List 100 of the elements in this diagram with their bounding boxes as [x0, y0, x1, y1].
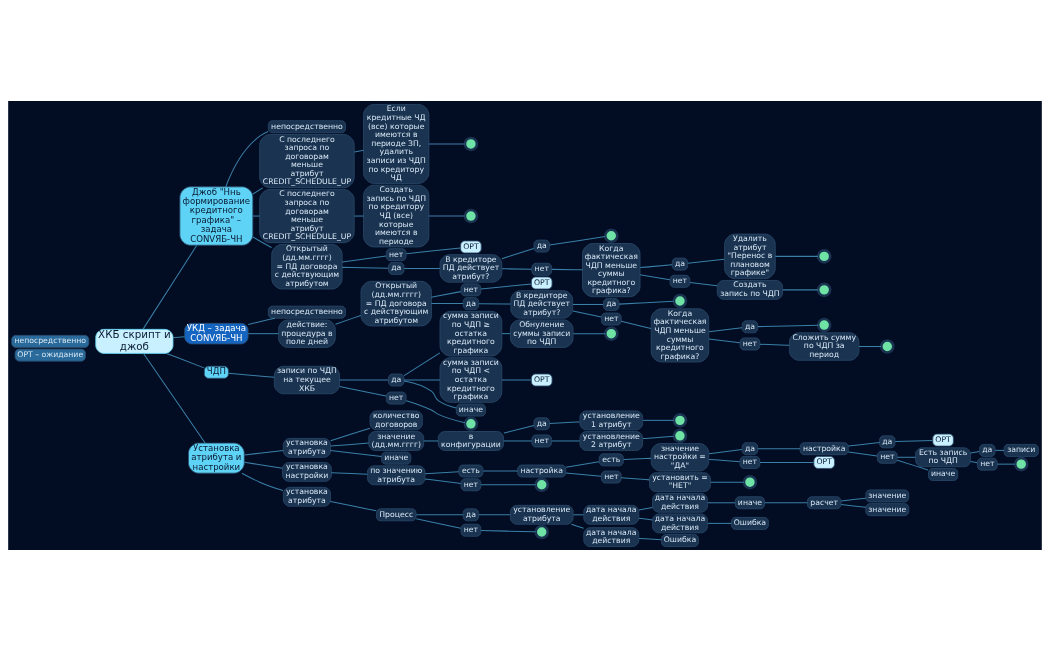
node-box: нет	[460, 477, 482, 491]
node-circle	[534, 524, 550, 539]
connector	[482, 470, 519, 472]
connector	[247, 332, 279, 334]
connector	[478, 302, 512, 305]
connector	[430, 302, 464, 304]
connector	[423, 439, 439, 441]
connector	[330, 442, 370, 447]
node-box: Создать запись по ЧДП по кредитору ЧД (все) которые имеются в периоде	[363, 184, 430, 247]
connector	[757, 447, 801, 449]
node-box: настройка	[799, 441, 849, 455]
node-box: Когда фактическая ЧДП меньше суммы кредитного графика?	[582, 242, 641, 297]
connector	[143, 352, 206, 444]
node-box: значение	[865, 488, 910, 502]
node-box: нет	[531, 434, 553, 447]
connector	[415, 513, 464, 515]
connector	[478, 513, 511, 515]
node-circle	[672, 412, 688, 428]
connector	[572, 513, 584, 515]
node-box: есть	[458, 464, 484, 477]
connector	[549, 420, 581, 424]
node-box: Создать запись по ЧДП	[716, 279, 783, 300]
node-box: ОРТ	[531, 276, 553, 289]
node-box: Процесс	[376, 507, 417, 521]
connector	[970, 460, 978, 463]
node-box: сумма записи по ЧДП < остатка кредитного графика	[439, 356, 503, 403]
connector	[339, 379, 389, 381]
node-box: установление 2 атрибут	[579, 430, 644, 451]
connector	[618, 300, 675, 305]
connector	[565, 460, 600, 468]
connector	[687, 258, 725, 264]
node-box: настройка	[517, 464, 567, 477]
connector	[252, 215, 261, 217]
node-box: нет	[531, 262, 553, 276]
connector	[430, 290, 462, 298]
node-box: ОРТ	[813, 455, 835, 469]
node-circle	[604, 325, 619, 341]
node-box: нет	[385, 247, 407, 261]
connector	[620, 476, 650, 480]
node-circle	[463, 136, 479, 151]
connector	[565, 472, 602, 477]
node-box: нет	[460, 282, 482, 296]
connector	[501, 379, 532, 381]
node-box: ОРТ	[932, 433, 954, 447]
node-circle	[1013, 456, 1029, 471]
connector	[405, 246, 461, 254]
node-box: Установка атрибута и настройки	[188, 442, 245, 474]
node-box: С последнего запроса по договорам меньше атрибут CREDIT_SCHEDULE_UP	[259, 188, 355, 243]
connector	[403, 379, 457, 408]
node-box: по значению атрибута	[367, 464, 426, 485]
node-box: дата начала действия	[652, 513, 708, 533]
connector	[480, 483, 537, 485]
node-circle	[880, 338, 895, 354]
connector	[428, 215, 466, 217]
connector	[639, 263, 673, 268]
connector	[757, 324, 819, 327]
connector	[623, 457, 652, 460]
node-box: иначе	[455, 403, 486, 416]
connector	[689, 281, 718, 286]
node-box: записи по ЧДП на текущее ХКБ	[273, 365, 340, 394]
node-box: Сложить сумму по ЧДП за период	[789, 331, 860, 361]
node-circle	[816, 317, 832, 332]
connector	[894, 439, 933, 442]
connector	[896, 456, 917, 458]
node-box: количество договоров	[369, 410, 423, 430]
connector	[172, 335, 185, 338]
connector	[896, 459, 929, 470]
connector	[572, 309, 602, 318]
connector	[708, 458, 741, 462]
connector	[774, 255, 819, 257]
connector	[341, 266, 389, 269]
connector	[759, 343, 790, 346]
connector	[708, 337, 741, 343]
node-box: ОРТ	[460, 240, 482, 253]
node-box: есть	[598, 452, 624, 466]
node-circle	[463, 208, 479, 223]
connector	[503, 424, 535, 433]
node-box: значение	[865, 502, 910, 516]
node-box: ЧДП	[203, 365, 229, 379]
node-box: иначе	[734, 495, 765, 509]
connector	[710, 481, 745, 483]
connector	[707, 522, 732, 524]
node-box: нет	[601, 312, 622, 325]
connector	[708, 326, 743, 332]
connector	[341, 254, 387, 262]
node-box: нет	[669, 274, 691, 288]
connector	[708, 448, 743, 454]
connector	[503, 439, 533, 441]
node-box: нет	[739, 337, 761, 350]
node-box: значение настройки = "ДА"	[650, 442, 710, 471]
connector	[996, 463, 1016, 465]
connector	[335, 314, 362, 325]
connector	[227, 372, 275, 378]
node-box: Когда фактическая ЧДП меньше суммы кредитного графика?	[650, 307, 710, 362]
connector	[847, 450, 878, 456]
node-box: Обнуление суммы записи по ЧДП	[510, 319, 574, 348]
node-circle	[604, 228, 619, 243]
node-box: Ошибка	[731, 516, 769, 530]
connector	[501, 247, 535, 259]
connector	[707, 501, 736, 503]
